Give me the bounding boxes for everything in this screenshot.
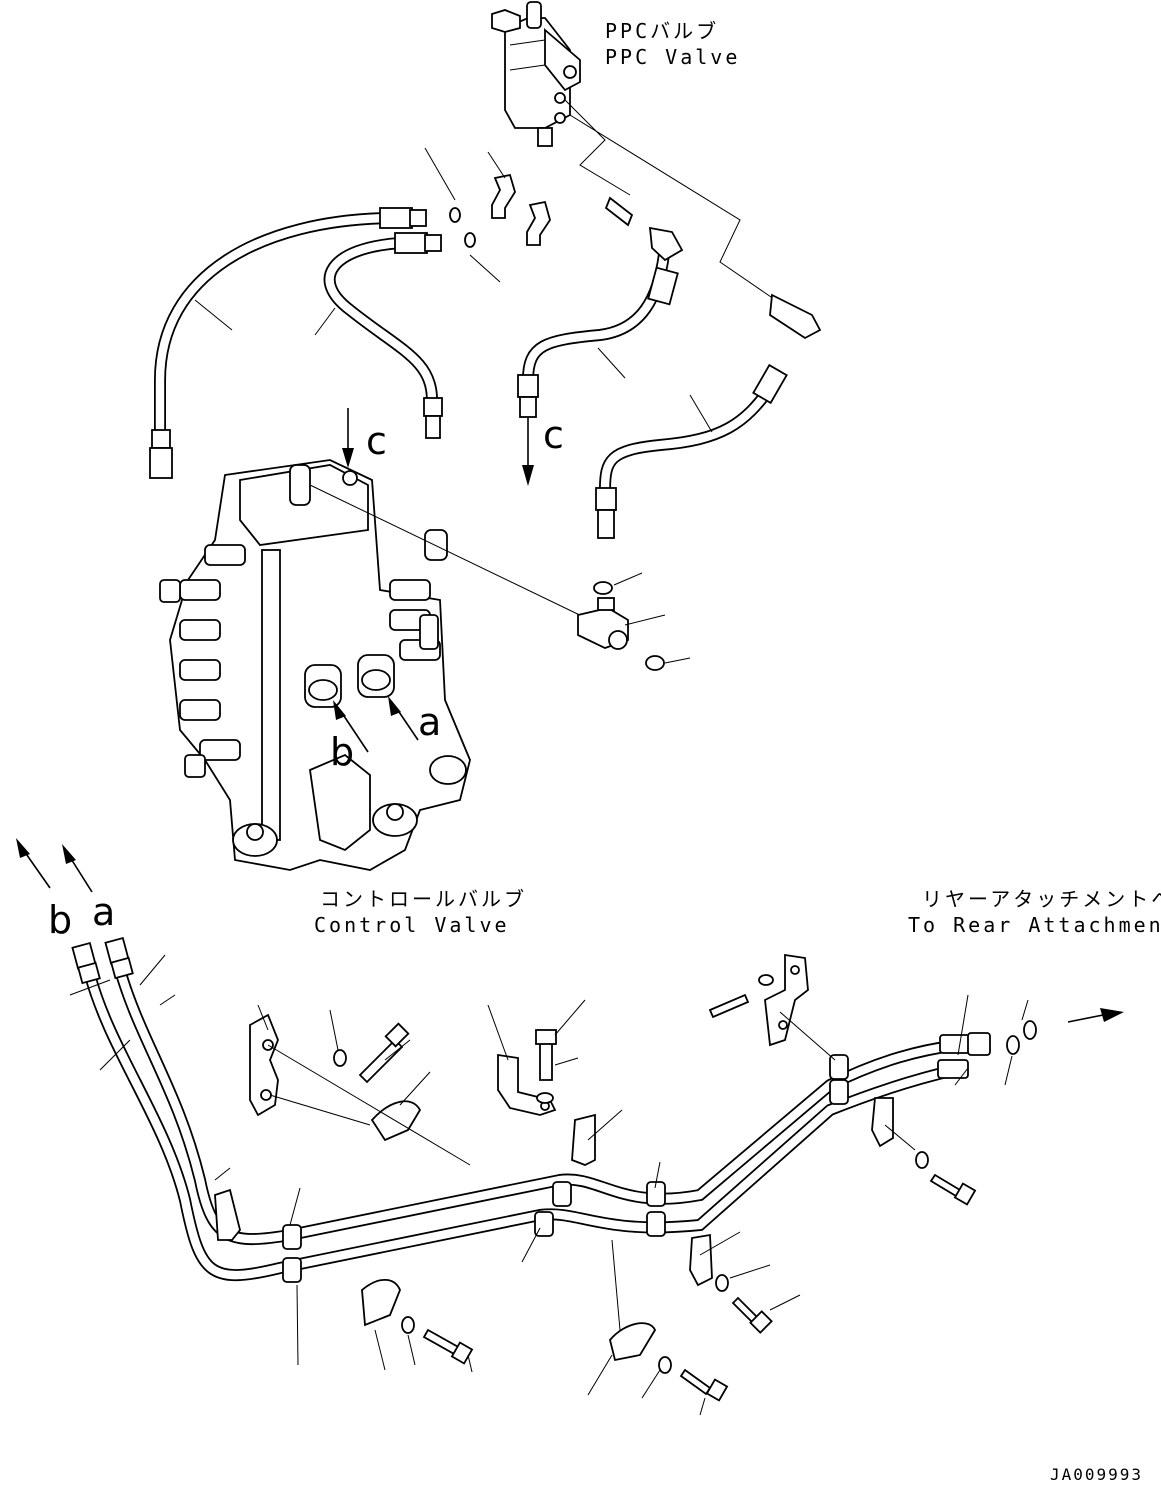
upper-hose-right [323,232,443,439]
port-label-b-valve: b [330,730,354,774]
arrow-icon-a-end [62,844,93,893]
arrow-icon-b-valve [333,700,369,753]
hose-fitting-icon-a-end [104,936,134,980]
ppc-leader-line-2 [569,114,791,311]
leader-lines-lower [69,954,1029,1416]
lower-hose-b [84,969,961,1281]
port-label-c-right: c [543,413,564,457]
bracket-icon-left [249,1013,279,1117]
clamp-icon [214,1097,894,1362]
arrow-icon-c-top [342,408,354,468]
port-fitting-a [357,654,395,698]
ppc-valve [491,1,581,147]
rear-attachment-label-en: To Rear Attachment [908,913,1161,937]
arrow-icon-rear [1067,1008,1124,1023]
washer-icon [333,974,929,1374]
drawing-code: JA009993 [1050,1465,1143,1484]
ppc-hose-right [595,363,788,539]
arrow-icon-c-right [522,418,534,486]
o-ring-icon-tee-2 [645,655,665,671]
ppc-valve-label-jp: PPCバルブ [605,19,719,43]
rear-attachment-label-jp: リヤーアタッチメントへ [922,887,1161,911]
bolt-icon [358,993,977,1402]
hose-fitting-icon-b-end [71,941,101,985]
port-label-a-valve: a [418,700,441,744]
o-ring-icon-2 [464,232,476,248]
control-valve [159,459,471,871]
control-valve-label-en: Control Valve [314,913,510,937]
ppc-hose-c [517,226,684,418]
o-ring-icon-tee [593,581,613,595]
upper-hose-left [149,207,427,479]
elbow-fitting-icon [491,173,551,246]
port-label-c-top: c [366,419,387,463]
elbow-fitting-icon-right [769,293,822,340]
bracket-icon-rear [764,953,809,1047]
valve-lower-block [232,753,467,857]
tee-fitting [577,597,629,650]
o-ring-icon-rear [1006,1020,1037,1055]
arrow-icon-b-end [16,838,51,889]
hose-end-label-a: a [92,890,115,934]
hose-sleeve-icons [282,1054,849,1283]
hose-end-label-b: b [48,898,72,942]
arrow-icon-a-valve [388,696,419,741]
hose-fitting-icon-rear [937,1032,991,1079]
control-valve-label-jp: コントロールバルブ [320,887,527,911]
ppc-leader-line [564,99,631,196]
valve-spool-stack-right [389,579,441,661]
ppc-valve-label-en: PPC Valve [605,45,740,69]
o-ring-icon [449,207,461,223]
adapter-fitting-icon [604,196,634,227]
valve-spool-stack-left [159,544,246,778]
port-fitting-b [304,664,342,708]
